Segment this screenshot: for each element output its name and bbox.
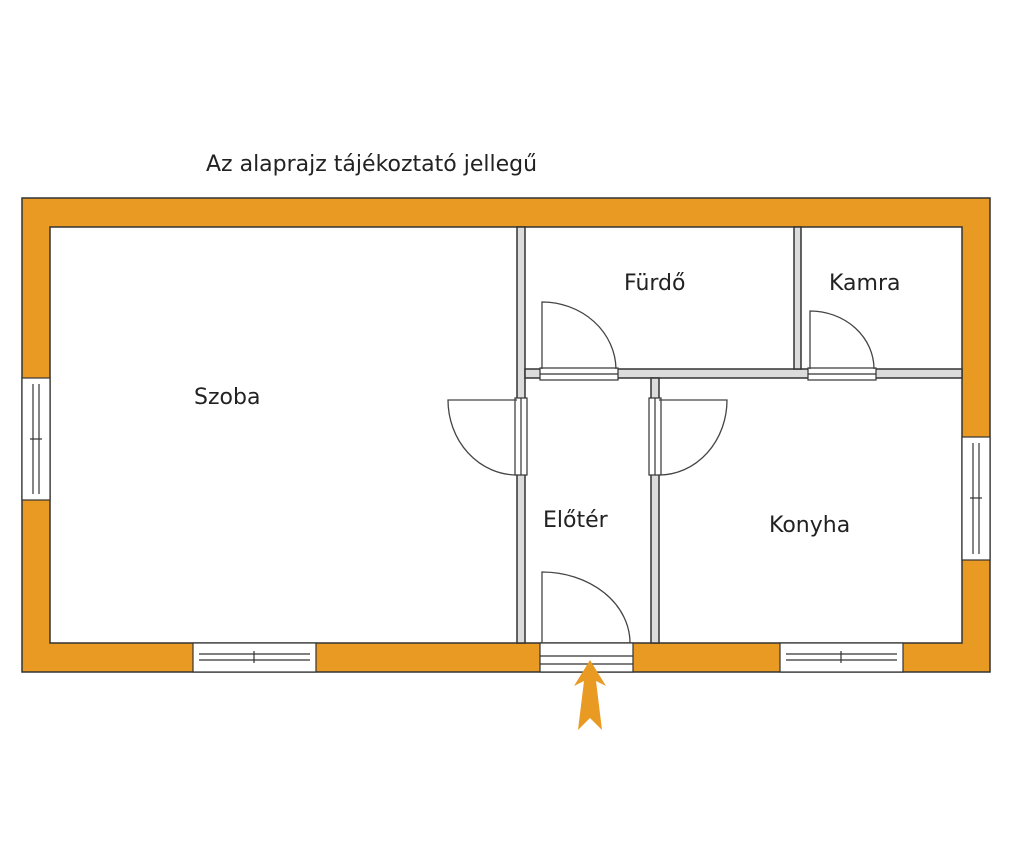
door-swing-entry [541, 571, 631, 644]
door-swing-konyha [658, 399, 728, 476]
partition-horizontal [524, 368, 963, 379]
outer-wall [21, 197, 991, 673]
window-left [21, 377, 51, 501]
window-bottom-right [779, 642, 904, 673]
room-label-kamra: Kamra [829, 271, 901, 296]
entrance-arrow-icon [574, 660, 606, 730]
partition-furdo-kamra [793, 226, 802, 370]
room-label-konyha: Konyha [769, 513, 851, 538]
window-bottom-left [192, 642, 317, 673]
disclaimer-title: Az alaprajz tájékoztató jellegű [206, 152, 538, 177]
door-swing-szoba [447, 399, 518, 476]
room-label-szoba: Szoba [194, 385, 261, 410]
window-right [961, 436, 991, 561]
room-label-eloter: Előtér [543, 508, 608, 533]
partition-eloter-konyha [650, 377, 660, 644]
room-label-furdo: Fürdő [624, 271, 686, 296]
door-swing-furdo [541, 301, 617, 370]
door-swing-kamra [809, 310, 875, 370]
